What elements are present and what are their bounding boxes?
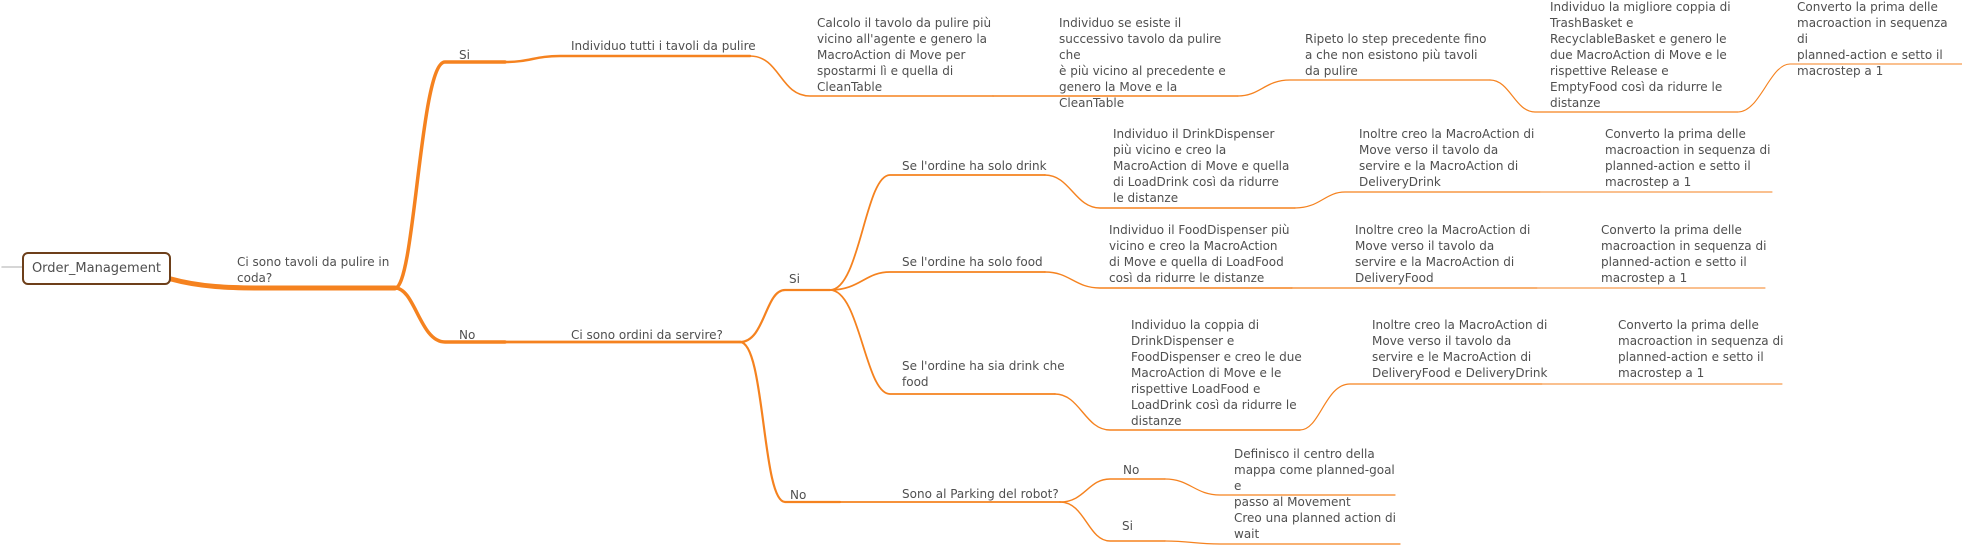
node-drinkfood-step-1[interactable]: Individuo la coppia di DrinkDispenser e … [1131,318,1302,428]
node-drink-and-food[interactable]: Se l'ordine ha sia drink che food [902,359,1065,389]
drink-step-2-connector [1294,191,1541,209]
branch-label-si-parking[interactable]: Si [1122,519,1133,533]
node-clean-step-5[interactable]: Converto la prima delle macroaction in s… [1797,0,1948,78]
question-orders-to-serve[interactable]: Ci sono ordini da servire? [571,328,723,342]
clean-step-1-connector [749,55,994,97]
drinkfood-step-1-connector [1054,393,1301,431]
node-parking-no-action[interactable]: Definisco il centro della mappa come pla… [1234,447,1395,509]
food-step-1-connector [1044,271,1293,289]
node-clean-step-2[interactable]: Individuo se esiste il successivo tavolo… [1059,16,1226,110]
parking-yes-action-connector [1164,540,1401,545]
node-parking-yes-action[interactable]: Creo una planned action di wait [1234,511,1396,541]
node-drink-step-1[interactable]: Individuo il DrinkDispenser più vicino e… [1113,127,1290,205]
parking-no-action-connector [1164,478,1396,496]
branch-label-no-parking[interactable]: No [1123,463,1140,477]
branch-label-no-orders[interactable]: No [790,488,807,502]
node-clean-step-3[interactable]: Ripeto lo step precedente fino a che non… [1305,32,1487,78]
branch-label-no-clean[interactable]: No [459,328,476,342]
drink-food-connector [829,289,1056,395]
node-drink-step-2[interactable]: Inoltre creo la MacroAction di Move vers… [1359,127,1535,189]
node-drink-step-3[interactable]: Converto la prima delle macroaction in s… [1605,127,1771,189]
parking-no-connector [1059,478,1166,503]
node-clean-step-1[interactable]: Calcolo il tavolo da pulire più vicino a… [817,16,992,94]
clean-step-4-connector [1489,79,1739,113]
clean-yes-connector [393,60,507,290]
node-drinkfood-step-2[interactable]: Inoltre creo la MacroAction di Move vers… [1372,318,1548,380]
root-node-order-management[interactable]: Order_Management [22,252,171,285]
node-food-only[interactable]: Se l'ordine ha solo food [902,255,1043,269]
drinkfood-step-2-connector [1299,383,1543,431]
root-connector [168,276,398,291]
question-parking[interactable]: Sono al Parking del robot? [902,487,1059,501]
branch-label-si-orders[interactable]: Si [789,272,800,286]
drink-step-1-connector [1044,174,1296,209]
orders-yes-connector [738,288,832,344]
clean-no-connector [393,286,507,344]
question-tables-to-clean[interactable]: Ci sono tavoli da pulire in coda? [237,255,390,285]
find-tables-connector [503,54,752,64]
node-find-all-tables[interactable]: Individuo tutti i tavoli da pulire [571,39,756,53]
node-food-step-1[interactable]: Individuo il FoodDispenser più vicino e … [1109,223,1290,285]
orders-no-connector [738,340,842,504]
parking-yes-connector [1059,501,1166,542]
node-food-step-2[interactable]: Inoltre creo la MacroAction di Move vers… [1355,223,1531,285]
drink-only-connector [829,174,1046,291]
node-food-step-3[interactable]: Converto la prima delle macroaction in s… [1601,223,1767,285]
clean-step-5-connector [1737,63,1962,113]
food-only-connector [829,271,1046,291]
node-drinkfood-step-3[interactable]: Converto la prima delle macroaction in s… [1618,318,1784,380]
node-drink-only[interactable]: Se l'ordine ha solo drink [902,159,1047,173]
node-clean-step-4[interactable]: Individuo la migliore coppia di TrashBas… [1550,0,1731,110]
branch-label-si-clean[interactable]: Si [459,48,470,62]
clean-step-3-connector [1237,79,1491,97]
